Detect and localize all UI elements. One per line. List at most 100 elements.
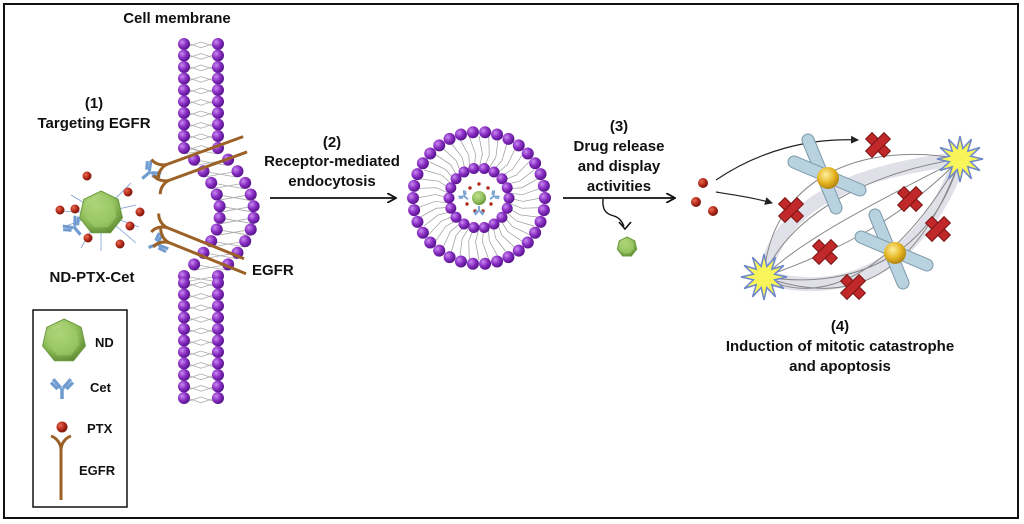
lipid-head [454,255,467,268]
lipid-head [212,107,224,119]
lipid-head [503,192,515,204]
lipid-head [534,215,547,228]
lipid-head [407,192,419,204]
cross-icon [924,215,952,243]
egfr-label: EGFR [252,262,294,279]
ptx-sphere [56,421,68,433]
antibody-icon [49,378,75,400]
lipid-tail [434,218,458,243]
egfr-stem [167,135,244,166]
lipid-head [408,204,421,217]
antibody-arm-light [458,197,464,199]
lipid-head [178,369,190,381]
antibody-arm [157,243,169,251]
lipid-head [213,211,226,224]
antibody-arm-light [49,381,59,391]
ptx-dot [486,186,490,190]
spindle-fibers [757,152,967,292]
lipid-head [416,157,429,170]
lipid-tail [487,138,499,170]
lipid-head [424,236,437,249]
lipid-tail [459,138,471,170]
release-arrow-head [618,221,632,231]
lipid-head [178,38,190,50]
lipid-head [178,72,190,85]
apoptosis-burst-icon [740,253,788,301]
lipid-head [212,380,224,393]
lipid-head [537,179,550,192]
antibody-arm-light [494,197,500,199]
egfr-arm [156,162,169,179]
lipid-head [212,300,224,312]
antibody-arm-light [480,209,485,215]
lipid-head [501,202,513,214]
antibody-arm-light [76,216,80,226]
antibody-arm [62,224,74,230]
lipid-head [445,182,457,194]
antibody-arm-light [62,228,72,232]
egfr-arm [59,434,72,451]
egfr-receptor [152,150,248,195]
ptx-sphere [83,233,93,243]
step-3-number: (3) [610,118,628,135]
cross-center [905,194,915,204]
lipid-head [529,157,542,170]
ptx-sphere [698,178,708,188]
lipid-head [424,147,437,160]
lipid-head [205,176,218,189]
cross-icon [811,238,839,266]
lipid-head [188,258,201,271]
lipid-head [539,192,551,204]
lipid-head [212,118,224,131]
step-3-label-line1: Drug release [574,138,665,155]
cross-icon [839,273,867,301]
nanodiamond-facet [85,197,117,228]
cross-icon [864,131,892,159]
lipid-head [502,251,515,264]
lipid-head [411,215,424,228]
antibody-arm [492,190,496,196]
antibody-arm [73,215,77,227]
step-2-label-line1: Receptor-mediated [264,153,400,170]
lipid-head [521,147,534,160]
chromosome [854,208,934,290]
step-4-number: (4) [831,318,849,335]
lipid-head [433,244,446,257]
released-drug [616,178,718,257]
lipid-tail [503,161,530,181]
spindle-fiber [763,158,961,278]
chromosome [787,133,867,215]
egfr-stem [167,226,245,261]
lipid-head [239,235,252,248]
lipid-head [521,236,534,249]
cross-center [933,224,943,234]
centromere [817,167,839,189]
cross-center [848,282,858,292]
lipid-head [488,218,500,230]
lipid-head [247,211,260,224]
lipid-tail [508,187,541,195]
lipid-head [212,38,224,50]
antibody-stem-2 [463,195,469,200]
egfr-receptors [150,135,248,276]
drug-target-arrow [715,191,773,205]
lipid-tail [442,222,462,249]
lipid-head [454,128,467,141]
lipid-head [212,357,224,370]
lipid-tail [508,202,541,209]
lipid-tail [428,215,455,235]
drug-target-arrow [715,135,859,181]
lipid-head [212,311,224,324]
ptx-sphere [115,239,125,249]
internalized-nanodiamond [472,191,486,205]
egfr-arm [158,178,171,195]
lipid-head [488,166,500,178]
lipid-tail [417,187,450,194]
ptx-sphere [123,187,133,197]
lipid-head [450,211,462,223]
nanodiamond-facet [620,239,634,254]
step-2-label-line2: endocytosis [288,173,376,190]
legend-label-nd: ND [95,335,114,350]
lipid-head [231,165,244,178]
